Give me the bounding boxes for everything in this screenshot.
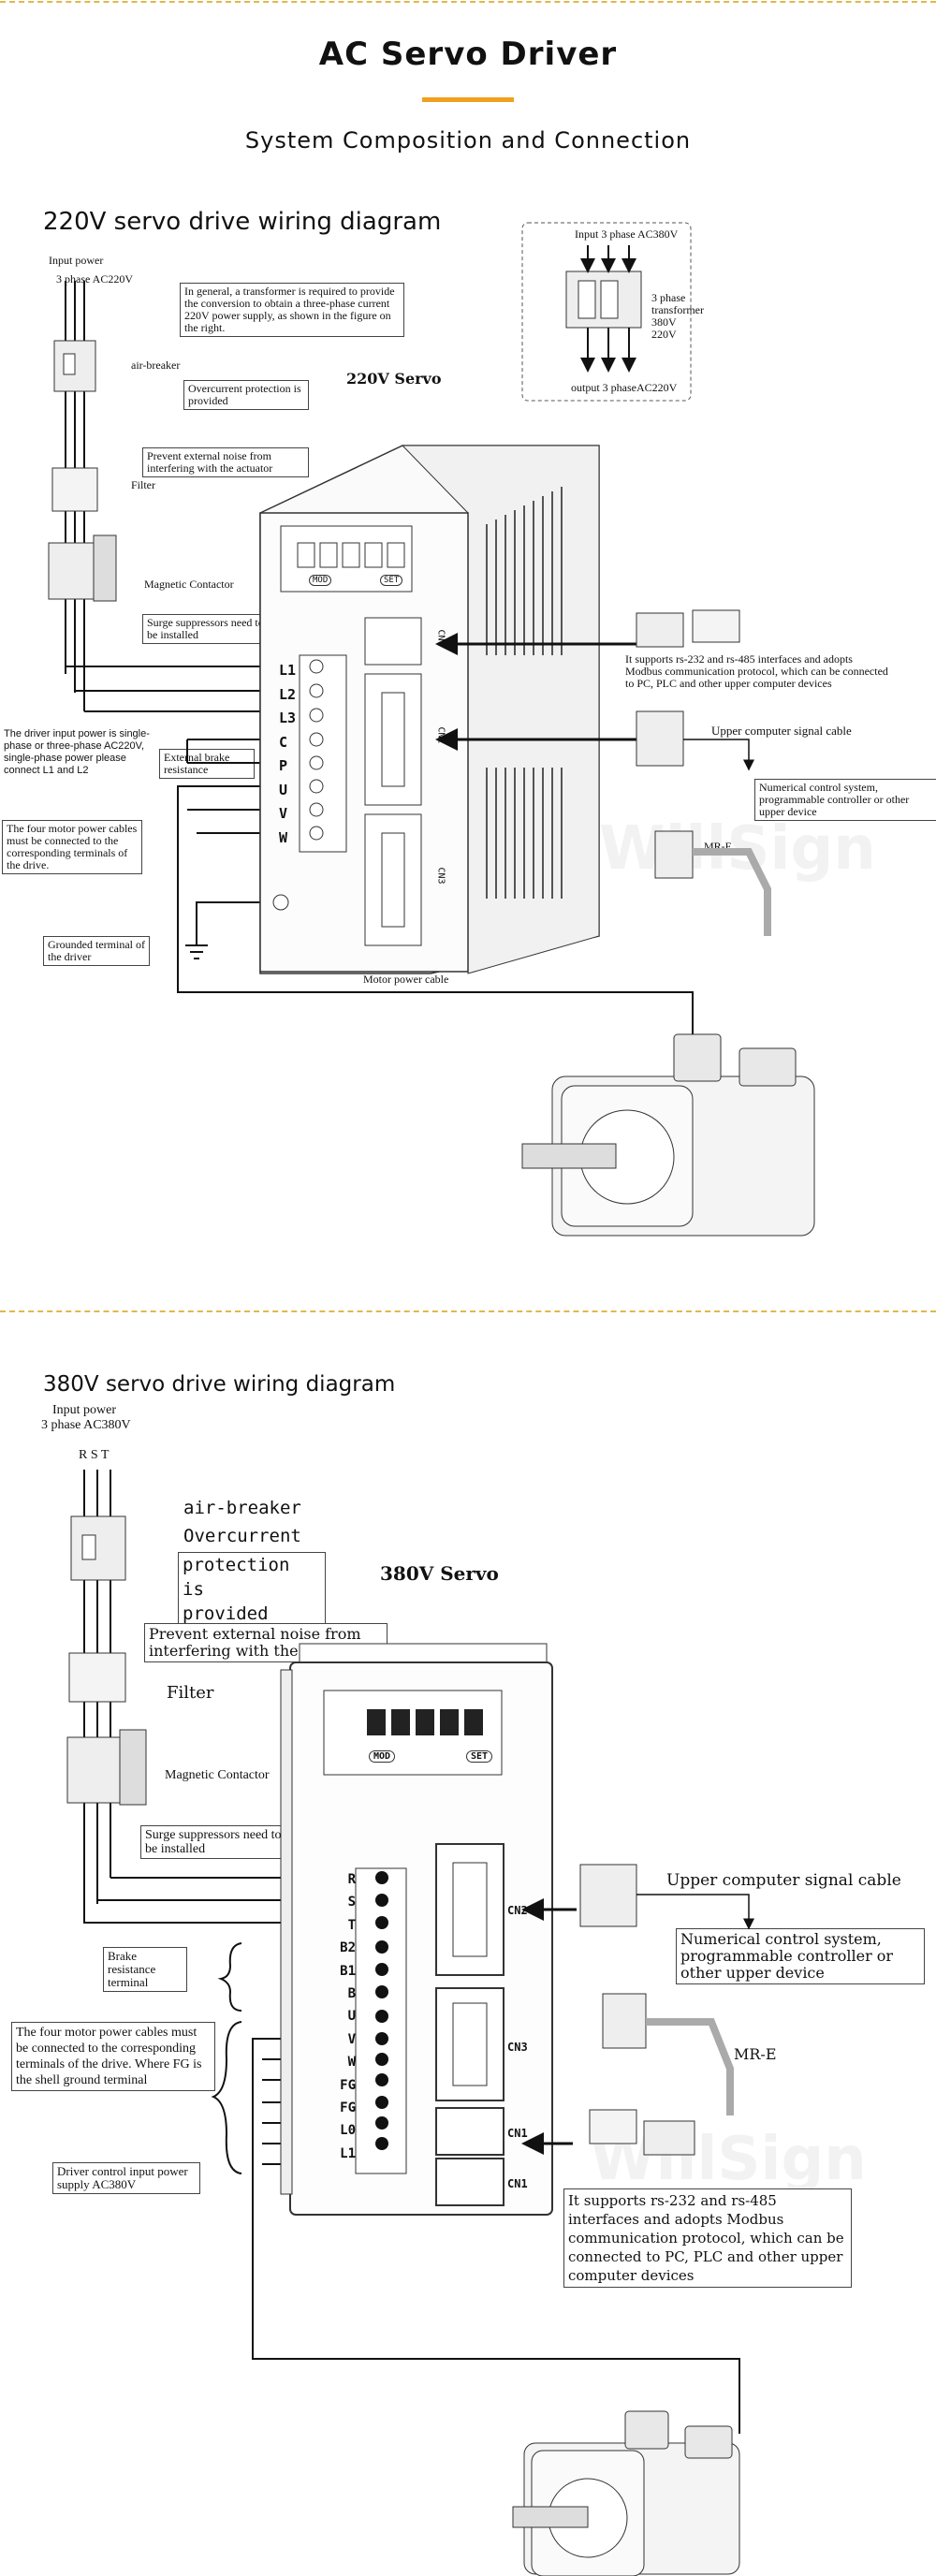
terminal-label: U	[347, 2009, 356, 2025]
grounded-220: Grounded terminal of the driver	[43, 936, 150, 966]
port-label-cn2-220: CN2	[435, 726, 446, 744]
section-220-title: 220V servo drive wiring diagram	[43, 208, 442, 236]
terminal-label: R	[347, 1872, 356, 1887]
overcurrent-380-2: protection is	[183, 1555, 290, 1600]
mod-button-220: MOD	[309, 575, 332, 586]
rst-label: R S T	[79, 1448, 110, 1462]
terminal-label: L0	[340, 2123, 356, 2139]
overcurrent-380-1: Overcurrent	[183, 1526, 301, 1546]
terminal-labels-380: R S T B2 B1 B U V W FG FG L0 L1	[322, 1868, 356, 2165]
top-divider	[0, 1, 936, 3]
rs-note-380: It supports rs-232 and rs-485 interfaces…	[563, 2188, 852, 2288]
terminal-label: P	[279, 757, 288, 774]
terminal-label: W	[347, 2055, 356, 2071]
nc-system-220: Numerical control system, programmable c…	[754, 779, 936, 821]
terminal-label: S	[347, 1895, 356, 1910]
filter-note-220: Prevent external noise from interfering …	[142, 447, 309, 477]
port-label-cn1b-380: CN1	[507, 2177, 528, 2190]
terminal-label: V	[347, 2031, 356, 2047]
terminal-label: V	[279, 805, 288, 822]
brake-380: Brake resistance terminal	[103, 1947, 187, 1992]
terminal-label: L1	[340, 2145, 356, 2161]
terminal-label: L2	[279, 685, 297, 703]
overcurrent-380-box: protection is provided	[178, 1552, 326, 1627]
page-subtitle: System Composition and Connection	[244, 127, 692, 154]
filter-220: Filter	[131, 478, 155, 491]
terminal-label: B1	[340, 1963, 356, 1979]
upper-cable-380: Upper computer signal cable	[666, 1871, 901, 1890]
control-input-380: Driver control input power supply AC380V	[52, 2162, 200, 2194]
section-divider	[0, 1310, 936, 1312]
filter-380: Filter	[167, 1683, 214, 1703]
contactor-380: Magnetic Contactor	[165, 1768, 270, 1782]
port-label-cn3-380: CN3	[507, 2041, 528, 2054]
transformer-input-label: Input 3 phase AC380V	[575, 227, 679, 241]
set-button-380: SET	[466, 1750, 493, 1763]
rs-note-220: It supports rs-232 and rs-485 interfaces…	[625, 652, 889, 690]
wiring-diagram-220	[48, 222, 815, 1237]
terminal-label: C	[279, 733, 288, 751]
terminal-label: FG	[340, 2077, 356, 2093]
transformer-note: In general, a transformer is required to…	[180, 283, 404, 337]
mod-button-380: MOD	[369, 1750, 396, 1763]
port-label-cn1-220: CN1	[435, 629, 446, 647]
surge-380: Surge suppressors need to be installed	[140, 1825, 300, 1859]
terminal-label: B	[347, 1986, 356, 2002]
input-power-220: Input power	[49, 254, 104, 267]
mr-e-380: MR-E	[734, 2045, 777, 2063]
page-title: AC Servo Driver	[318, 36, 618, 73]
port-label-cn2-380: CN2	[507, 1904, 528, 1917]
overcurrent-380-3: provided	[183, 1603, 269, 1624]
air-breaker-380: air-breaker	[183, 1498, 301, 1518]
terminal-label: L3	[279, 710, 297, 726]
motor-cables-220: The four motor power cables must be conn…	[2, 820, 142, 874]
input-phase-380: 3 phase AC380V	[41, 1418, 131, 1432]
terminal-label: U	[279, 781, 288, 798]
servo-label-380: 380V Servo	[380, 1562, 499, 1585]
single-phase-note: The driver input power is single-phase o…	[4, 728, 150, 776]
terminal-label: T	[347, 1917, 356, 1933]
terminal-label: L1	[279, 662, 297, 679]
port-label-cn1a-380: CN1	[507, 2127, 528, 2140]
title-underline	[422, 97, 514, 102]
motor-power-cable: Motor power cable	[363, 973, 449, 986]
terminal-labels-220: L1 L2 L3 C P U V W	[279, 659, 300, 850]
terminal-label: W	[279, 828, 288, 846]
upper-cable-220: Upper computer signal cable	[711, 724, 852, 738]
port-label-cn3-220: CN3	[435, 867, 446, 885]
servo-label-220: 220V Servo	[346, 370, 442, 388]
nc-system-380: Numerical control system, programmable c…	[676, 1928, 925, 1984]
set-button-220: SET	[380, 575, 403, 586]
terminal-label: FG	[340, 2100, 356, 2116]
motor-cables-380: The four motor power cables must be conn…	[11, 2022, 215, 2091]
input-power-380: Input power	[52, 1403, 117, 1417]
contactor-220: Magnetic Contactor	[144, 578, 234, 591]
transformer-output-label: output 3 phaseAC220V	[571, 381, 678, 394]
terminal-label: B2	[340, 1940, 356, 1956]
air-breaker-220: air-breaker	[131, 359, 181, 372]
surge-220: Surge suppressors need to be installed	[142, 614, 277, 644]
overcurrent-220: Overcurrent protection is provided	[183, 380, 309, 410]
section-380-title: 380V servo drive wiring diagram	[43, 1372, 396, 1397]
